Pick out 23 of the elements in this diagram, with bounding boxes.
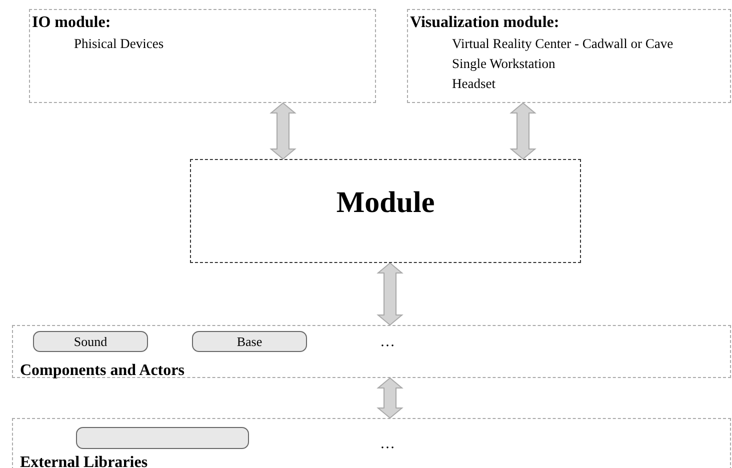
- list-item: Virtual Reality Center - Cadwall or Cave: [452, 36, 674, 52]
- list-item: Single Workstation: [452, 56, 556, 72]
- layer-band: [12, 325, 731, 378]
- module-panel: [407, 9, 731, 103]
- module-title: IO module:: [32, 14, 111, 32]
- list-item: Phisical Devices: [74, 36, 164, 52]
- component-tag: Sound: [33, 331, 148, 352]
- double-arrow: [510, 102, 536, 160]
- ellipsis: …: [380, 334, 395, 351]
- double-arrow: [270, 102, 296, 160]
- double-arrow: [376, 262, 404, 326]
- module-panel: [29, 9, 376, 103]
- component-tag: Base: [192, 331, 307, 352]
- list-item: Headset: [452, 76, 496, 92]
- core-module-box: [190, 159, 581, 263]
- module-title: Visualization module:: [410, 14, 560, 32]
- ellipsis: …: [380, 436, 395, 453]
- empty-tag: [76, 427, 249, 449]
- module-title: Module: [335, 186, 436, 220]
- layer-band: [12, 418, 731, 468]
- double-arrow: [376, 377, 404, 419]
- layer-title: Components and Actors: [20, 362, 184, 380]
- layer-title: External Libraries: [20, 454, 148, 468]
